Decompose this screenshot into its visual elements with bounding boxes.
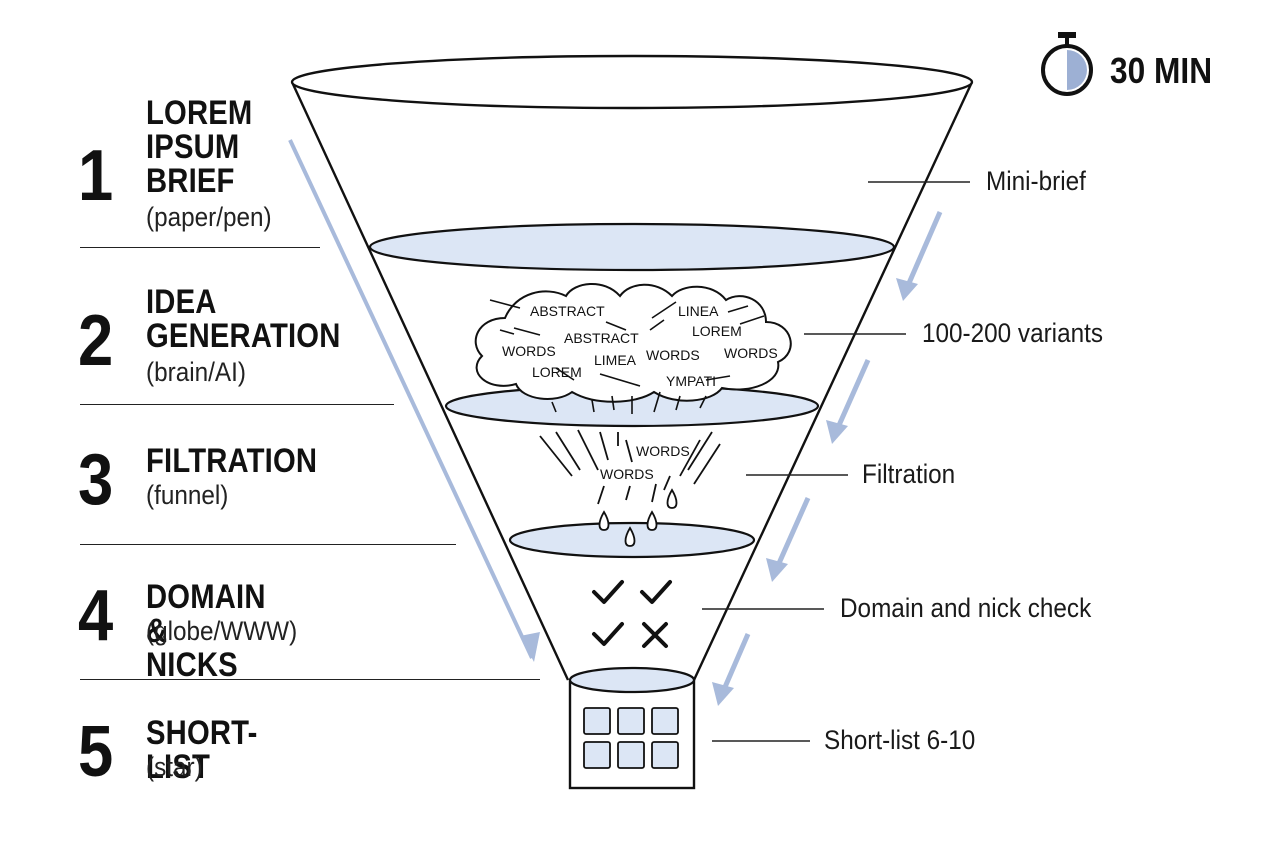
idea-cloud [474, 282, 792, 403]
cloud-word: WORDS [724, 345, 778, 361]
cloud-drips [551, 391, 707, 414]
stopwatch-icon [1041, 32, 1093, 96]
filter-word: WORDS [636, 443, 690, 459]
check-icon [592, 622, 624, 646]
step-title: LOREM IPSUM BRIEF [146, 94, 253, 200]
shortlist-grid [583, 707, 679, 769]
step-subtitle: (funnel) [146, 480, 229, 510]
cloud-word: LOREM [692, 323, 742, 339]
check-marks [592, 580, 672, 648]
drops [598, 488, 678, 547]
step-subtitle: (globe/WWW) [146, 616, 298, 646]
cloud-word: ABSTRACT [564, 330, 639, 346]
filter-word: WORDS [600, 466, 654, 482]
step-subtitle: (star) [146, 752, 203, 782]
stage-label-short-list: Short-list 6-10 [824, 725, 976, 755]
cloud-word: LINEA [678, 303, 719, 319]
cloud-word: ABSTRACT [530, 303, 605, 319]
right-arrows [712, 211, 943, 706]
funnel-top-rim [290, 54, 974, 110]
stage-label-variants: 100-200 variants [922, 318, 1104, 348]
cloud-word: YMPATI [666, 373, 716, 389]
flow-arrow-left-head [520, 632, 540, 662]
cloud-word: LIMEA [594, 352, 637, 368]
check-icon [592, 580, 624, 604]
stage-label-domain-check: Domain and nick check [840, 593, 1092, 623]
divider [80, 679, 540, 680]
step-number: 1 [78, 136, 114, 216]
cloud-strokes [489, 299, 765, 387]
divider [80, 247, 320, 248]
step-number: 3 [78, 440, 114, 520]
step-title: SHORT-LIST [146, 714, 258, 786]
stage-label-filtration: Filtration [862, 459, 956, 489]
check-icon [640, 580, 672, 604]
cloud-word: WORDS [646, 347, 700, 363]
leader-lines [702, 181, 970, 742]
step-subtitle: (brain/AI) [146, 357, 246, 387]
step-title: DOMAIN & NICKS [146, 578, 266, 684]
filter-rays [539, 429, 721, 505]
step-number: 4 [78, 576, 114, 656]
flow-arrow-left [288, 139, 534, 659]
x-icon [642, 622, 668, 648]
stage-label-mini-brief: Mini-brief [986, 166, 1086, 196]
divider [80, 544, 456, 545]
step-number: 2 [78, 301, 114, 381]
shortlist-rim [568, 666, 696, 694]
level-1 [368, 222, 896, 272]
cloud-word: WORDS [502, 343, 556, 359]
timer-label: 30 MIN [1110, 50, 1213, 91]
cloud-word: LOREM [532, 364, 582, 380]
divider [80, 404, 394, 405]
step-subtitle: (paper/pen) [146, 202, 272, 232]
cloud-words: ABSTRACT LINEA ABSTRACT LOREM WORDS LIME… [502, 303, 778, 389]
step-title: FILTRATION [146, 442, 318, 480]
step-number: 5 [78, 712, 114, 792]
step-title: IDEA GENERATION [146, 283, 341, 355]
